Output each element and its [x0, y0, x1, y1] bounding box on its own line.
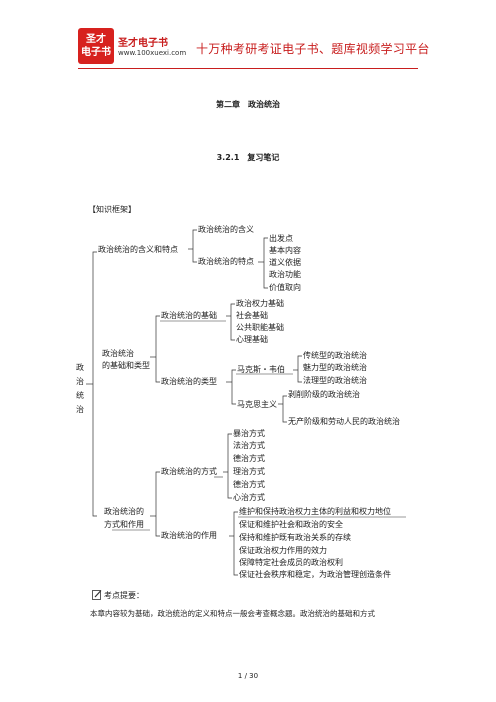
mode-item-6: 心治方式: [233, 492, 265, 502]
weber-item-3: 法理型的政治统治: [303, 375, 367, 385]
body-paragraph: 本章内容较为基础，政治统治的定义和特点一般会考查概念题。政治统治的基础和方式: [90, 609, 375, 618]
basis-item-3: 公共职能基础: [236, 322, 284, 332]
mode-item-3: 德治方式: [233, 453, 265, 463]
basis-label: 政治统治的基础: [161, 310, 217, 320]
weber-item-1: 传统型的政治统治: [303, 350, 367, 360]
chapter-title: 第二章 政治统治: [216, 100, 280, 109]
role-item-2: 保证和维护社会和政治的安全: [239, 519, 343, 529]
root-char-2: 治: [76, 376, 84, 386]
role-item-3: 保持和维护既有政治关系的存续: [239, 532, 351, 542]
mode-item-1: 暴治方式: [233, 428, 265, 438]
logo-bottom-text: 电子书: [81, 47, 111, 58]
branch1-child-1: 政治统治的含义: [198, 224, 254, 234]
basis-item-4: 心理基础: [236, 334, 268, 344]
feature-3: 道义依据: [269, 257, 301, 267]
role-item-4: 保证政治权力作用的效力: [239, 545, 327, 555]
marxism-item-1: 剥削阶级的政治统治: [288, 389, 360, 399]
mode-item-5: 德治方式: [233, 479, 265, 489]
page-number: 1 / 30: [237, 672, 259, 680]
roles-label: 政治统治的作用: [161, 530, 217, 540]
page-header: 圣才 电子书 圣才电子书 www.100xuexi.com 十万种考研考证电子书…: [0, 0, 496, 69]
branch2-label-2: 的基础和类型: [102, 360, 150, 370]
branch3-label-2: 方式和作用: [104, 519, 144, 529]
logo: 圣才 电子书: [78, 28, 114, 64]
feature-1: 出发点: [269, 233, 293, 243]
root-char-3: 统: [76, 390, 84, 400]
marxism-item-2: 无产阶级和劳动人民的政治统治: [288, 416, 400, 426]
modes-label: 政治统治的方式: [161, 466, 217, 476]
role-item-1: 维护和保持政治权力主体的利益和权力地位: [239, 506, 391, 516]
mode-item-2: 法治方式: [233, 440, 265, 450]
role-item-6: 保证社会秩序和稳定，为政治管理创造条件: [239, 569, 391, 579]
header-divider: [78, 68, 418, 69]
branch1-label: 政治统治的含义和特点: [98, 244, 178, 254]
root-char-1: 政: [76, 362, 84, 372]
basis-item-1: 政治权力基础: [236, 298, 284, 308]
header-slogan: 十万种考研考证电子书、题库视频学习平台: [196, 42, 430, 56]
brand-url[interactable]: www.100xuexi.com: [118, 49, 187, 57]
feature-5: 价值取向: [269, 282, 301, 292]
role-item-5: 保障特定社会成员的政治权利: [239, 557, 343, 567]
branch2-label-1: 政治统治: [102, 348, 134, 358]
branch1-child-2: 政治统治的特点: [198, 256, 254, 266]
logo-top-text: 圣才: [86, 34, 106, 45]
mode-item-4: 理治方式: [233, 466, 265, 476]
feature-4: 政治功能: [269, 269, 301, 279]
section-title: 3.2.1 复习笔记: [216, 153, 280, 162]
pencil-note-icon: [92, 590, 102, 600]
weber-item-2: 魅力型的政治统治: [303, 362, 367, 372]
basis-item-2: 社会基础: [236, 310, 268, 320]
root-char-4: 治: [76, 404, 84, 414]
tip-label: 考点提要：: [104, 591, 144, 600]
feature-2: 基本内容: [269, 245, 301, 255]
marxism-label: 马克思主义: [237, 399, 277, 409]
brand-name: 圣才电子书: [118, 38, 168, 49]
framework-label: 【知识框架】: [88, 205, 136, 214]
weber-label: 马克斯・韦伯: [237, 364, 285, 374]
branch3-label-1: 政治统治的: [104, 506, 144, 516]
types-label: 政治统治的类型: [161, 376, 217, 386]
